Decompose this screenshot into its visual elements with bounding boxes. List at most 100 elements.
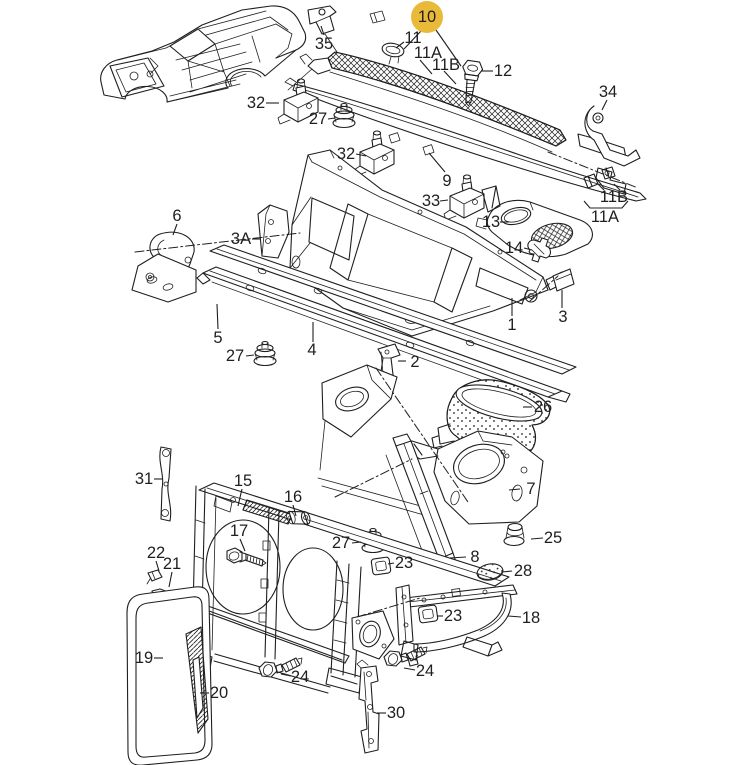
callout-8[interactable]: 8	[449, 548, 480, 566]
callout-13[interactable]: 13	[482, 213, 509, 231]
callout-18[interactable]: 18	[507, 609, 540, 627]
callout-33[interactable]: 33	[422, 192, 449, 210]
rails-5-4	[196, 244, 577, 405]
highlight-circle	[411, 1, 443, 33]
callout-23-a[interactable]: 23	[387, 554, 413, 572]
callout-30[interactable]: 30	[377, 704, 405, 722]
part-number-label: 34	[599, 83, 617, 101]
construction-lines	[134, 151, 639, 618]
callout-27-c[interactable]: 27	[332, 534, 362, 552]
callout-1[interactable]: 1	[507, 298, 517, 334]
callout-15[interactable]: 15	[234, 472, 252, 507]
part-number-label: 9	[442, 172, 451, 190]
part-number-label: 19	[135, 649, 153, 667]
callout-32-a[interactable]: 32	[247, 94, 279, 112]
callout-4[interactable]: 4	[307, 322, 317, 359]
part-number-label: 5	[213, 329, 222, 347]
callout-20[interactable]: 20	[200, 684, 228, 702]
callout-leader-line	[419, 59, 433, 75]
grommet-27-b	[253, 340, 277, 367]
callout-11B-top[interactable]: 11B	[432, 56, 460, 85]
callout-12[interactable]: 12	[481, 62, 512, 80]
callout-25[interactable]: 25	[530, 529, 562, 547]
callout-22[interactable]: 22	[147, 544, 165, 572]
callout-leader-line	[449, 556, 467, 559]
callout-19[interactable]: 19	[135, 649, 163, 667]
callout-10[interactable]: 10	[403, 1, 462, 67]
callout-3[interactable]: 3	[558, 290, 568, 326]
part-number-label: 35	[315, 35, 333, 53]
part-number-label: 26	[534, 398, 552, 416]
callout-24-a[interactable]: 24	[280, 668, 309, 686]
callout-leader-line	[387, 562, 395, 565]
callout-leader-line	[245, 354, 255, 357]
callout-23-b[interactable]: 23	[437, 607, 462, 625]
callout-3A[interactable]: 3A	[231, 230, 260, 248]
part-number-label: 32	[337, 145, 355, 163]
part-number-label: 21	[163, 555, 181, 573]
part-number-label: 1	[507, 316, 516, 334]
bracket-35	[307, 5, 337, 35]
callout-leader-line	[320, 25, 325, 36]
callout-17[interactable]: 17	[230, 522, 248, 552]
callout-7[interactable]: 7	[508, 480, 536, 498]
callout-21[interactable]: 21	[163, 555, 181, 588]
callout-9[interactable]: 9	[428, 152, 452, 190]
callout-leader-line	[239, 538, 246, 552]
part-number-label: 11A	[414, 44, 442, 62]
callout-leader-line	[237, 488, 243, 507]
plate-3A	[257, 204, 290, 259]
part-number-label: 3A	[231, 230, 251, 248]
callout-leader-line	[507, 615, 522, 618]
part-number-label: 27	[332, 534, 350, 552]
part-number-label: 15	[234, 472, 252, 490]
part-number-label: 11B	[432, 56, 460, 74]
part-number-label: 3	[558, 308, 567, 326]
part-number-label: 2	[410, 353, 419, 371]
callout-28[interactable]: 28	[501, 562, 532, 580]
cowl-grille-panel	[287, 10, 627, 159]
bracket-7	[399, 430, 544, 525]
callout-11A-right[interactable]: 11A	[583, 200, 629, 226]
callout-leader-line	[395, 41, 405, 49]
callout-leader-line	[583, 200, 629, 209]
cowl-side-panel	[131, 253, 197, 303]
callout-26[interactable]: 26	[523, 398, 552, 416]
callout-11A-top[interactable]: 11A	[414, 44, 442, 75]
part-number-label: 12	[494, 62, 512, 80]
callout-11B-right[interactable]: 11B	[597, 183, 628, 206]
strip-20	[185, 626, 209, 734]
part-number-label: 27	[226, 347, 244, 365]
bolt-17	[226, 547, 267, 567]
clip-22	[146, 569, 163, 585]
radiator-support-15	[187, 482, 510, 694]
callout-leader-line	[292, 504, 297, 517]
parts-artwork	[100, 5, 647, 765]
part-number-label: 25	[544, 529, 562, 547]
callout-leader-line	[601, 99, 608, 111]
callout-2[interactable]: 2	[398, 353, 420, 371]
callout-16[interactable]: 16	[284, 488, 302, 517]
callout-34[interactable]: 34	[599, 83, 617, 111]
plate-3	[552, 268, 575, 292]
pad-23-b	[417, 604, 439, 624]
part-number-label: 33	[422, 192, 440, 210]
car-body-wireframe	[100, 5, 307, 103]
callout-24-b[interactable]: 24	[403, 662, 434, 680]
callout-32-b[interactable]: 32	[337, 145, 367, 163]
callout-leader-line	[613, 183, 621, 191]
bracket-30	[356, 659, 380, 754]
callout-6[interactable]: 6	[172, 207, 182, 236]
callout-31[interactable]: 31	[135, 470, 162, 488]
callout-11[interactable]: 11	[395, 29, 422, 49]
callout-leader-line	[428, 152, 446, 173]
callout-35[interactable]: 35	[315, 25, 333, 53]
part-number-label: 24	[291, 668, 309, 686]
callout-5[interactable]: 5	[213, 303, 223, 347]
callout-27-a[interactable]: 27	[309, 110, 336, 128]
callout-14[interactable]: 14	[505, 239, 533, 257]
callout-27-b[interactable]: 27	[226, 347, 255, 365]
part-number-label: 27	[309, 110, 327, 128]
callout-leader-line	[172, 223, 178, 236]
